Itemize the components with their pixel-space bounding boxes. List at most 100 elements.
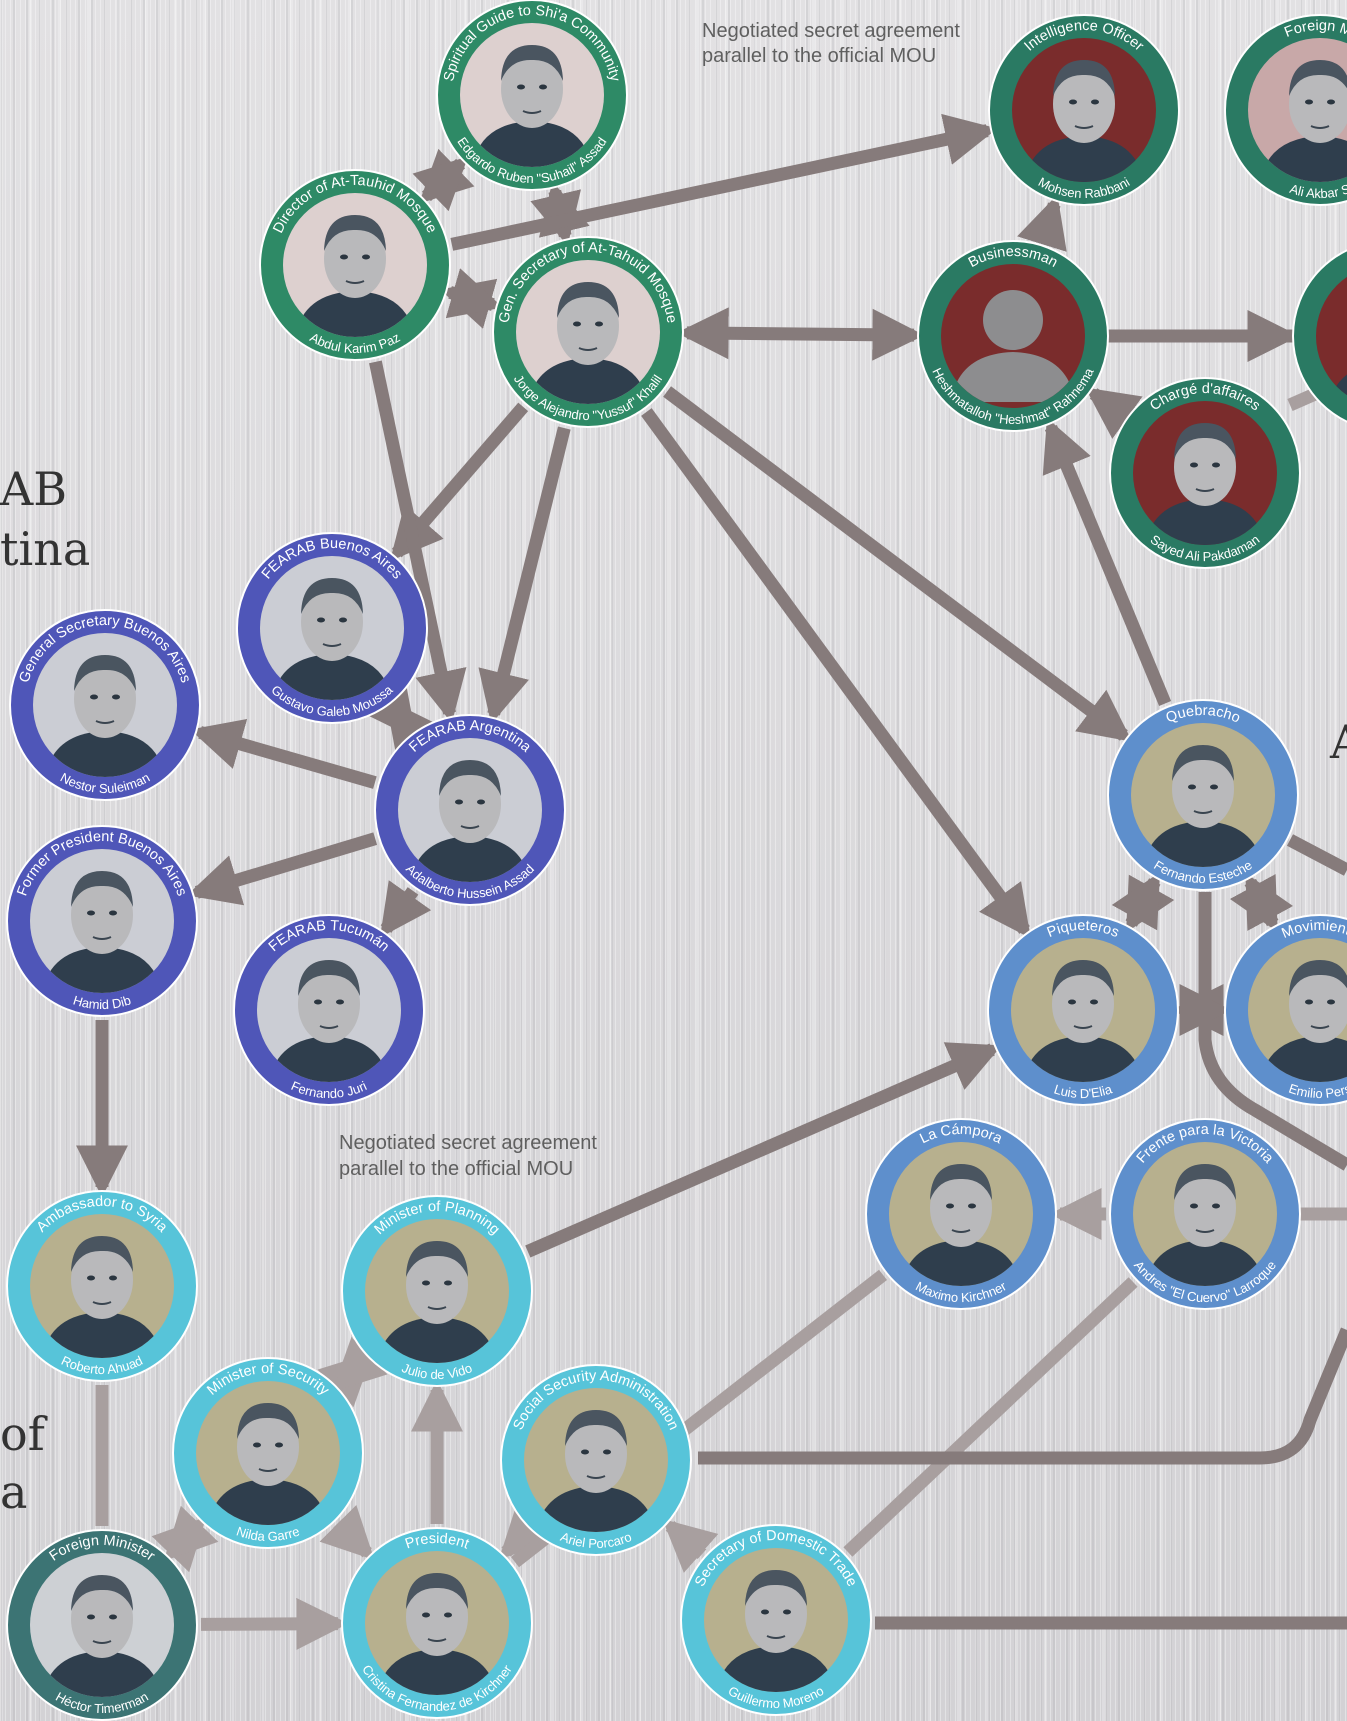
side-text-fragment: a: [0, 1465, 27, 1519]
connection-arrow: [1229, 872, 1294, 933]
side-text-fragment: tina: [0, 522, 90, 576]
svg-text:parallel to the official MOU: parallel to the official MOU: [702, 45, 936, 67]
portrait-icon: [42, 1236, 162, 1358]
connection-arrow: [1085, 387, 1143, 439]
person-node-assad-spiritual: Spiritual Guide to Shi'a CommunityEdgard…: [436, 0, 628, 191]
node-name-label: Luis D'Elia: [1052, 1081, 1114, 1101]
portrait-icon: [295, 215, 415, 337]
portrait-icon: [42, 1575, 162, 1697]
connection-arrow: [1042, 417, 1172, 706]
annotation-note: Negotiated secret agreement parallel to …: [339, 1132, 597, 1180]
connection-arrow: [641, 408, 1031, 939]
side-text-fragment: of: [0, 1407, 48, 1461]
svg-text:Negotiated secret agreement: Negotiated secret agreement: [339, 1132, 597, 1154]
node-name-label: Fernando Juri: [289, 1078, 369, 1101]
person-node-persico: MovimientoEmilio Pers: [1224, 914, 1347, 1106]
connection-arrow: [317, 1336, 388, 1408]
node-role-label: Piqueteros: [1045, 918, 1121, 941]
connection-layer: [76, 113, 1300, 1650]
portrait-icon: [269, 960, 389, 1082]
portrait-icon: [901, 1164, 1021, 1286]
portrait-icon: [377, 1241, 497, 1363]
portrait-icon: [716, 1570, 836, 1692]
connection-arrow: [525, 1042, 1002, 1258]
node-name-label: Nilda Garre: [235, 1524, 302, 1545]
connection-arrow: [498, 1504, 554, 1560]
connection-arrow: [151, 1505, 219, 1573]
portrait-icon: [208, 1403, 328, 1525]
node-name-label: Hamid Dib: [71, 992, 132, 1012]
connection-arrow: [1286, 834, 1347, 876]
person-node-salehi: Foreign MiAli Akbar S: [1224, 14, 1347, 206]
portrait-icon: [1260, 960, 1347, 1082]
connection-arrow: [364, 682, 438, 756]
node-name-label: Ali Akbar S: [1288, 181, 1347, 201]
connection-arrow: [369, 360, 467, 724]
annotation-note: Negotiated secret agreement parallel to …: [702, 20, 960, 67]
svg-text:parallel to the official MOU: parallel to the official MOU: [339, 1158, 573, 1180]
connection-arrow: [676, 307, 925, 361]
portrait-icon: [42, 871, 162, 993]
connection-arrow: [186, 832, 378, 906]
portrait-icon: [1145, 423, 1265, 545]
portrait-icon: [377, 1573, 497, 1695]
connection-arrow: [450, 113, 998, 251]
side-text-fragment: AB: [0, 462, 67, 516]
connection-arrow: [843, 1277, 1138, 1557]
connection-arrow: [478, 426, 571, 724]
portrait-icon: [1143, 745, 1263, 867]
connection-arrow: [440, 268, 503, 329]
connection-arrow: [662, 1518, 719, 1573]
portrait-icon: [1260, 60, 1347, 182]
node-role-label: Quebracho: [1164, 703, 1243, 727]
portrait-icon: [272, 578, 392, 700]
connection-arrow: [698, 1327, 1347, 1465]
connection-arrow: [200, 1597, 349, 1650]
connection-arrow: [379, 880, 432, 938]
svg-text:Negotiated secret agreement: Negotiated secret agreement: [702, 20, 960, 42]
connection-arrow: [530, 181, 590, 246]
connection-arrow: [190, 718, 377, 789]
portrait-icon: [536, 1410, 656, 1532]
portrait-icon: [1023, 960, 1143, 1082]
node-name-label: Julio de Vido: [400, 1360, 474, 1382]
node-role-label: President: [403, 1531, 471, 1553]
node-name-label: Ariel Porcaro: [558, 1529, 633, 1551]
person-node-khalil: Gen. Secretary of At-Tahuid MosqueJorge …: [492, 236, 684, 428]
portrait-icon: [45, 655, 165, 777]
connection-arrow: [1198, 892, 1347, 1171]
side-text-fragment: A: [1329, 715, 1347, 769]
portrait-icon: [528, 282, 648, 404]
connection-arrow: [412, 148, 475, 212]
connection-arrow: [389, 402, 529, 561]
portrait-icon: [472, 45, 592, 167]
person-node-s-america: S. AmericaM: [1292, 249, 1347, 423]
connection-arrow: [663, 386, 1133, 742]
connection-arrow: [1017, 194, 1067, 252]
node-name-label: Emilio Pers: [1287, 1080, 1347, 1101]
portrait-icon: [1145, 1164, 1265, 1286]
portrait-icon: [410, 760, 530, 882]
portrait-icon: [1024, 60, 1144, 182]
